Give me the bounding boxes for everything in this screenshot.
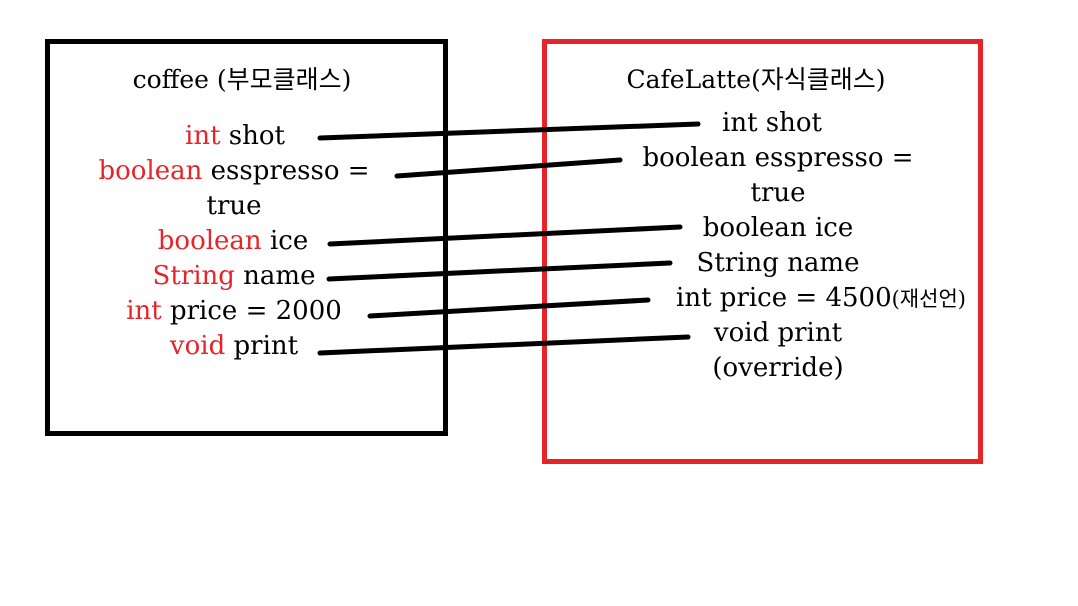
field-keyword: void [169, 331, 226, 361]
child-method-print: void print [713, 318, 843, 348]
connector-name [326, 260, 673, 282]
field-keyword: boolean [98, 156, 203, 186]
parent-field-esspresso-value: true [206, 191, 261, 221]
price-redeclared: int price = 4500 [676, 283, 892, 313]
parent-class-title: coffee (부모클래스) [132, 65, 352, 94]
redeclare-note: (재선언) [891, 287, 966, 311]
field-keyword: boolean [157, 226, 262, 256]
parent-method-print: void print [170, 331, 298, 361]
child-field-ice: boolean ice [702, 213, 854, 243]
field-rest: ice [261, 226, 309, 256]
child-class-box [542, 39, 983, 464]
parent-field-esspresso: boolean esspresso = [98, 156, 369, 186]
parent-field-shot: int shot [185, 121, 285, 151]
field-keyword: int [126, 296, 162, 326]
field-keyword: String [152, 261, 235, 291]
child-class-title: CafeLatte(자식클래스) [626, 65, 886, 94]
field-rest: print [225, 331, 299, 361]
child-field-esspresso: boolean esspresso = [642, 143, 914, 173]
child-field-esspresso-value: true [750, 178, 806, 208]
field-rest: true [206, 191, 262, 221]
parent-field-ice: boolean ice [158, 226, 308, 256]
child-field-shot: int shot [722, 108, 822, 138]
child-field-name: String name [696, 248, 860, 278]
child-method-override-label: (override) [712, 353, 844, 383]
field-keyword: int [185, 121, 221, 151]
connector-price [367, 297, 651, 319]
connector-esspresso [394, 157, 623, 179]
field-rest: price = 2000 [161, 296, 342, 326]
child-field-price: int price = 4500(재선언) [676, 283, 966, 314]
field-rest: esspresso = [202, 156, 370, 186]
connector-print [317, 334, 691, 356]
field-rest: name [234, 261, 316, 291]
connector-ice [327, 224, 683, 247]
parent-field-name: String name [153, 261, 316, 291]
field-rest: shot [220, 121, 285, 151]
connector-shot [317, 121, 701, 141]
parent-field-price: int price = 2000 [126, 296, 342, 326]
